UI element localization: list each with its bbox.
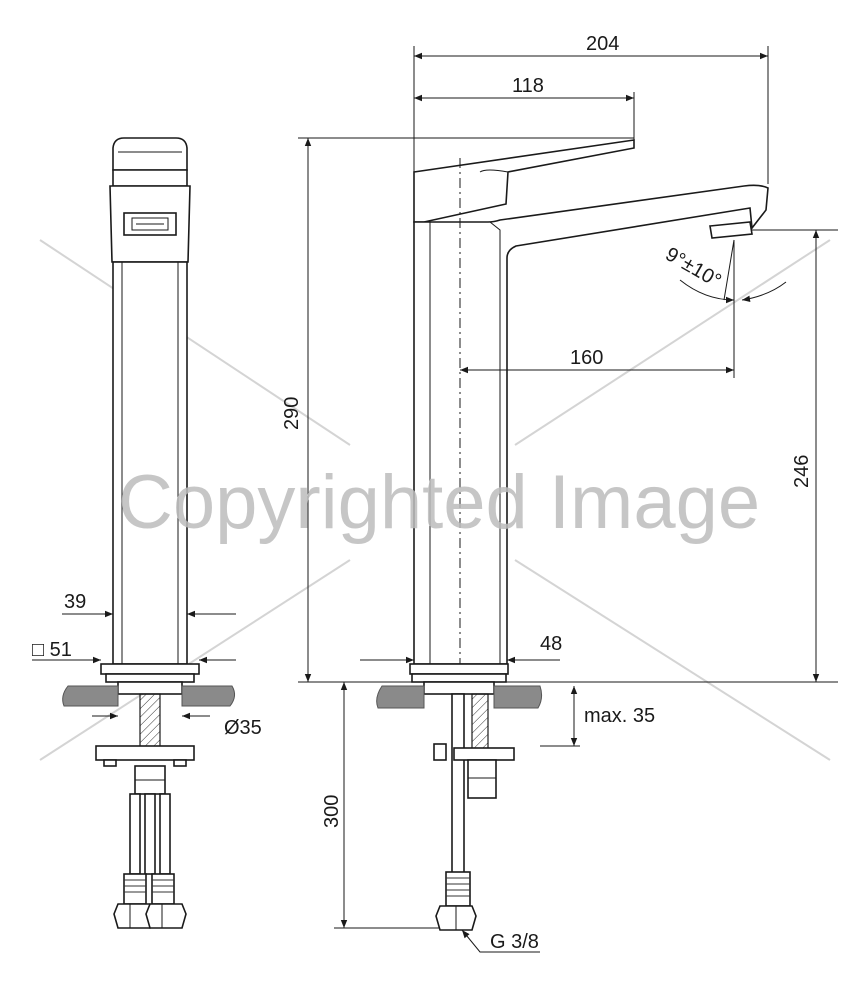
side-view bbox=[376, 139, 769, 931]
watermark-lines bbox=[39, 239, 831, 761]
dim-angle: 9°±10° bbox=[662, 243, 725, 292]
dim-outlet-height: 246 bbox=[791, 455, 813, 488]
dim-max-counter: max. 35 bbox=[584, 705, 655, 727]
dim-base-square: □ 51 bbox=[32, 639, 72, 661]
dim-hose-length: 300 bbox=[321, 795, 343, 828]
dim-hole-diameter: Ø35 bbox=[224, 717, 262, 739]
front-view bbox=[62, 137, 236, 929]
front-dimensions: 39 □ 51 Ø35 bbox=[32, 591, 262, 739]
dim-lever-length: 118 bbox=[512, 75, 544, 97]
dim-overall-length: 204 bbox=[586, 33, 619, 55]
dim-spout-reach: 160 bbox=[570, 347, 603, 369]
dim-base-depth: 48 bbox=[540, 633, 562, 655]
dim-connection: G 3/8 bbox=[490, 931, 539, 953]
watermark-text: Copyrighted Image bbox=[118, 460, 760, 545]
dim-height-total: 290 bbox=[281, 397, 303, 430]
dim-body-width: 39 bbox=[64, 591, 86, 613]
